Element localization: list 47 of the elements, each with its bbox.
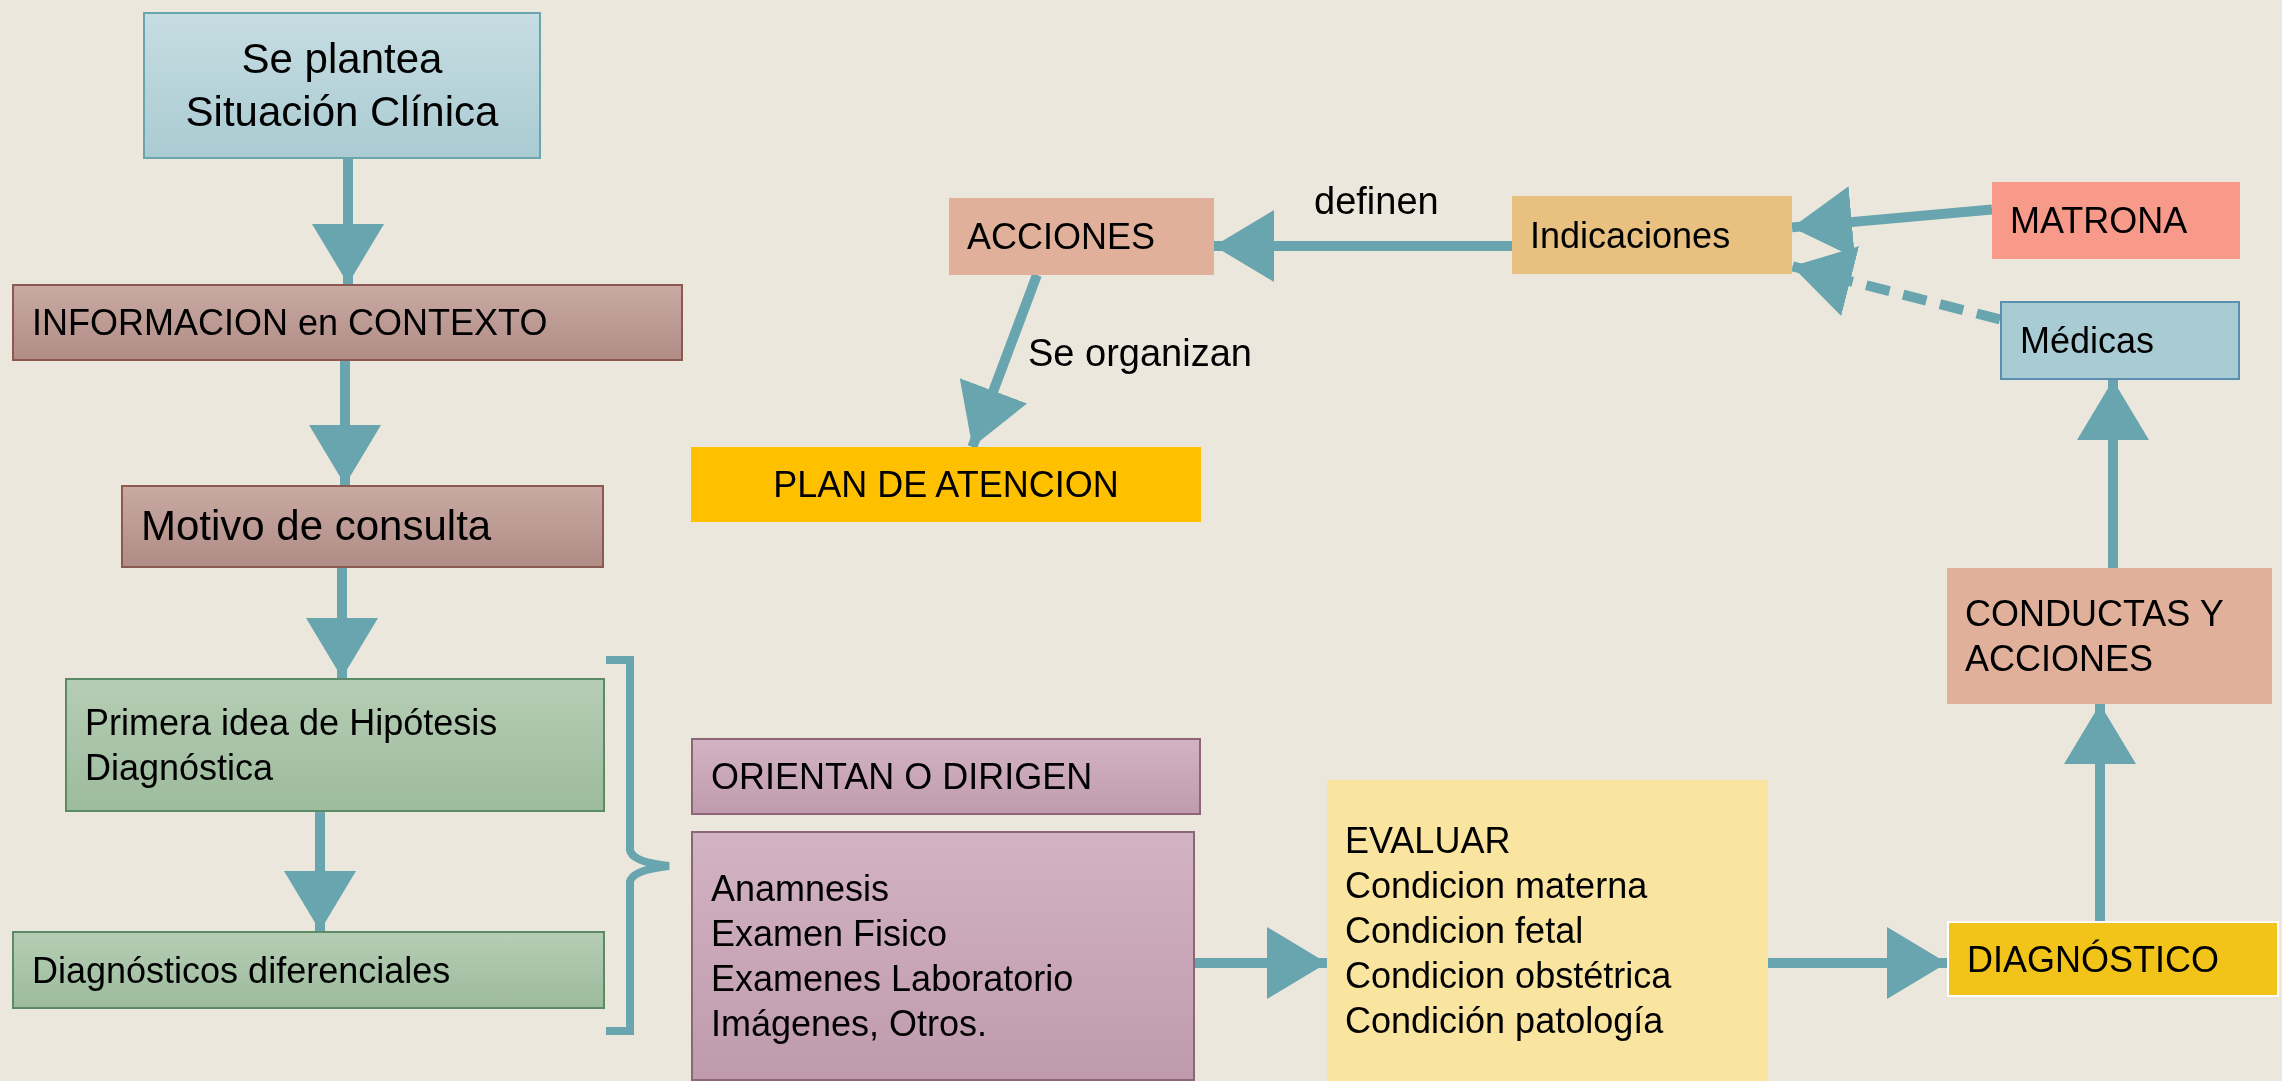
process-box (121, 485, 604, 568)
arrow (1214, 210, 1512, 282)
box-label: Primera idea de Hipótesis Diagnóstica (85, 701, 499, 790)
box-label: PLAN DE ATENCION (773, 463, 1119, 507)
box-label: Condición patología (1345, 999, 1664, 1043)
arrow (2077, 380, 2149, 568)
box-label: Condicion materna (1345, 864, 1648, 908)
process-box (12, 284, 683, 361)
box-label: ORIENTAN O DIRIGEN (711, 755, 1093, 799)
box-label: INFORMACION en CONTEXTO (32, 301, 548, 345)
process-box (143, 12, 541, 159)
box-label: Indicaciones (1530, 213, 1731, 258)
arrow (959, 273, 1042, 449)
box-label: Examenes Laboratorio (711, 957, 1074, 1001)
process-box (2000, 301, 2240, 380)
box-label: MATRONA (2010, 199, 2188, 243)
arrow (2064, 704, 2136, 921)
box-label: Condicion fetal (1345, 909, 1584, 953)
box-label: Diagnósticos diferenciales (32, 948, 451, 993)
box-label: Imágenes, Otros. (711, 1002, 988, 1046)
box-label: Examen Fisico (711, 912, 948, 956)
box-label: Se plantea Situación Clínica (184, 34, 500, 137)
process-box (1947, 921, 2279, 997)
arrow (1195, 927, 1327, 999)
arrow (284, 812, 356, 931)
box-label: Anamnesis (711, 867, 890, 911)
process-box (12, 931, 605, 1009)
box-label: Condicion obstétrica (1345, 954, 1672, 998)
process-box (949, 198, 1214, 275)
box-label: Médicas (2020, 319, 2155, 363)
arrow (312, 159, 384, 284)
process-box (65, 678, 605, 812)
process-box (1327, 780, 1768, 1081)
arrow (1768, 927, 1947, 999)
arrow (309, 361, 381, 485)
box-heading: EVALUAR (1345, 819, 1511, 863)
box-label: DIAGNÓSTICO (1967, 937, 2220, 982)
box-label: Motivo de consulta (141, 501, 492, 552)
process-box (1992, 182, 2240, 259)
process-box (691, 738, 1201, 815)
arrow (306, 568, 378, 678)
process-box (1512, 196, 1792, 274)
process-box (691, 447, 1201, 522)
process-box (1947, 568, 2272, 704)
box-label: CONDUCTAS Y ACCIONES (1965, 592, 2225, 681)
process-box (691, 831, 1195, 1081)
box-label: ACCIONES (967, 215, 1156, 259)
